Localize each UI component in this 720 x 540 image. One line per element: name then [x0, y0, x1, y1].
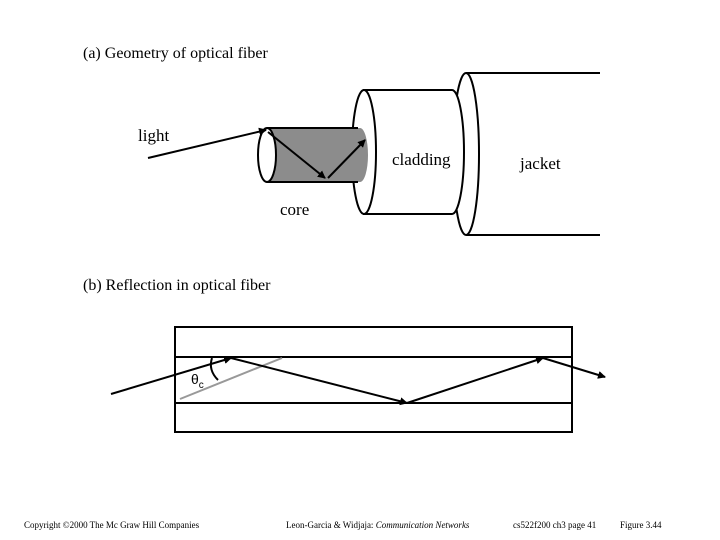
normal-line [179, 357, 283, 400]
part-b-title: (b) Reflection in optical fiber [83, 277, 271, 294]
label-jacket: jacket [520, 154, 561, 173]
core [257, 127, 368, 183]
fiber-cross-section [174, 326, 573, 433]
part-a-title: (a) Geometry of optical fiber [83, 45, 268, 62]
footer-book: Communication Networks [375, 520, 470, 530]
theta-subscript: c [198, 379, 204, 391]
angle-label: θc [191, 371, 204, 391]
footer-authors: Leon-Garcia & Widjaja: Communication Net… [286, 520, 469, 530]
label-light: light [138, 126, 170, 145]
theta-symbol: θ [191, 371, 199, 387]
footer-copyright: Copyright ©2000 The Mc Graw Hill Compani… [24, 520, 200, 530]
footer-authors-text: Leon-Garcia & Widjaja: [286, 520, 376, 530]
label-cladding: cladding [392, 150, 451, 169]
footer-page: cs522f200 ch3 page 41 [513, 520, 597, 530]
light-ray-b [110, 356, 606, 406]
label-core: core [280, 200, 310, 219]
light-ray-a [147, 127, 366, 179]
angle-arc [209, 357, 219, 381]
footer-figure: Figure 3.44 [620, 520, 662, 530]
